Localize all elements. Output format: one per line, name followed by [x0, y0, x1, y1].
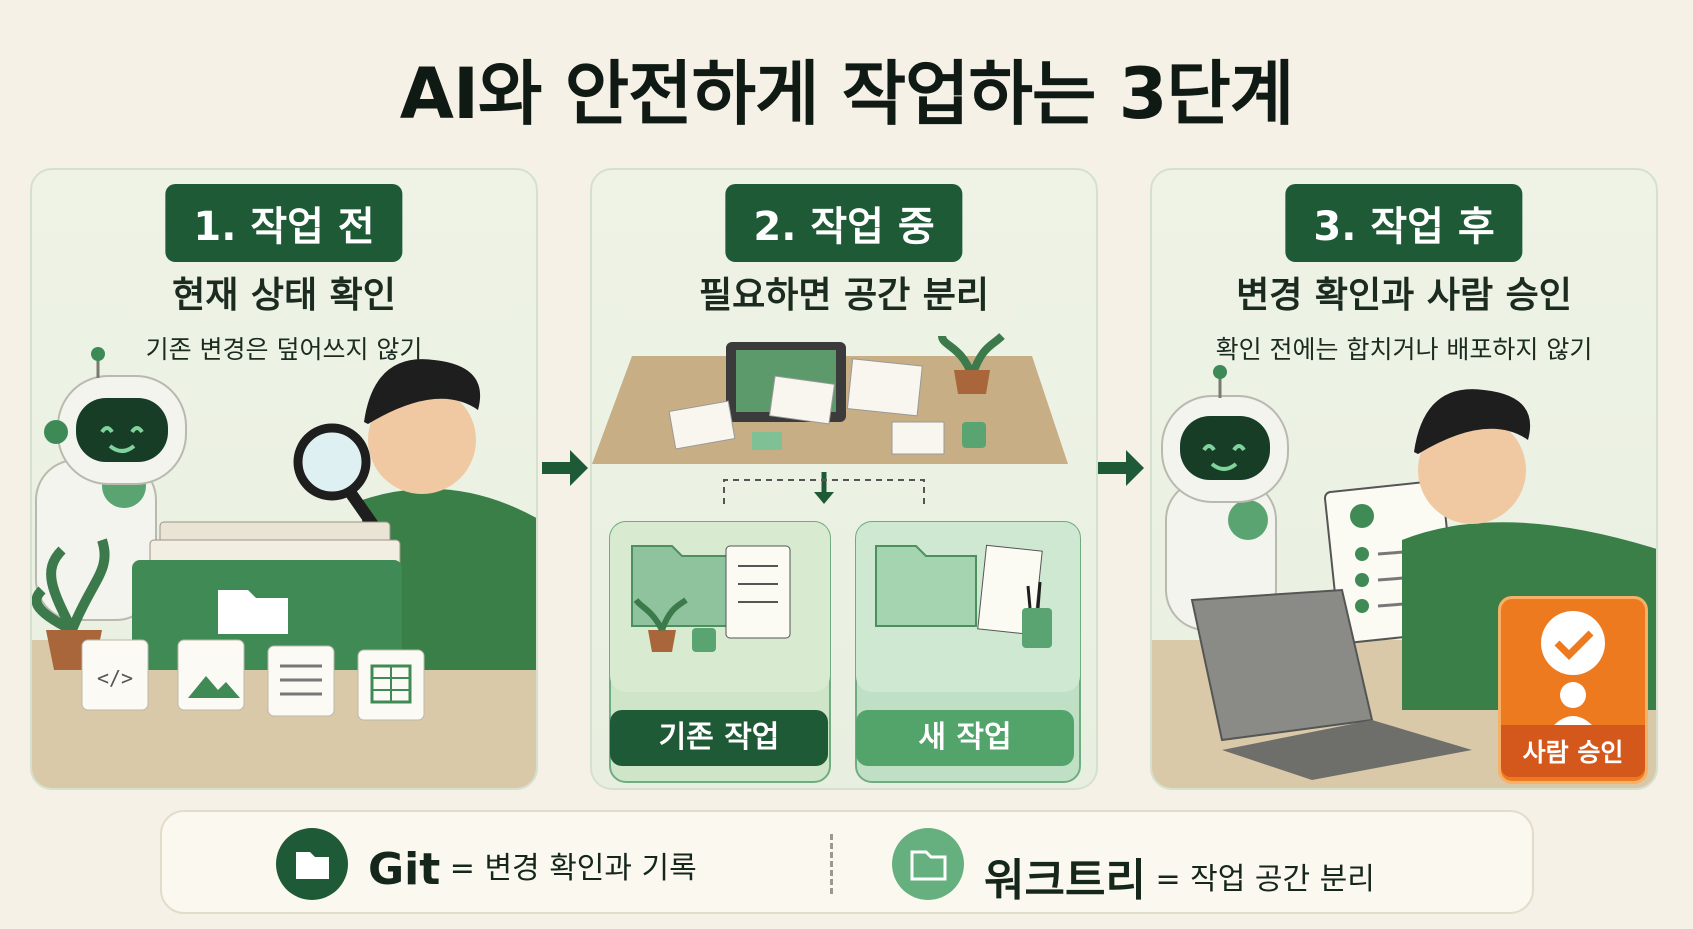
- page-title: AI와 안전하게 작업하는 3단계: [399, 53, 1294, 135]
- messy-desk-illustration: [592, 333, 1068, 464]
- folder-icon: [892, 828, 964, 900]
- step-2-badge: 2. 작업 중: [725, 184, 963, 262]
- step-1-description: 기존 변경은 덮어쓰지 않기: [145, 335, 423, 364]
- git-legend: Git = 변경 확인과 기록: [368, 838, 697, 895]
- worktree-legend: 워크트리 = 작업 공간 분리: [984, 838, 1375, 906]
- human-approval-card: 사람 승인: [1498, 596, 1648, 784]
- svg-text:</>: </>: [97, 666, 133, 690]
- step-2-subtitle: 필요하면 공간 분리: [698, 275, 990, 316]
- step-2-panel: 2. 작업 중 필요하면 공간 분리 기존 작업 새 작업: [590, 168, 1098, 790]
- git-description: = 변경 확인과 기록: [449, 851, 697, 886]
- file-box-illustration: [132, 521, 402, 670]
- arrow-right-icon: [1098, 450, 1144, 486]
- arrow-right-icon: [542, 450, 588, 486]
- step-1-panel: </> 1. 작업 전 현재 상태 확인 기존 변경은 덮어쓰지 않기: [30, 168, 538, 790]
- new-work-label: 새 작업: [856, 710, 1074, 766]
- robot-illustration: [1161, 365, 1289, 631]
- person-illustration: [293, 359, 536, 670]
- step-3-badge: 3. 작업 후: [1285, 184, 1523, 262]
- step-1-subtitle: 현재 상태 확인: [172, 275, 396, 316]
- workspace-split-illustration: [592, 333, 1081, 783]
- git-name: Git: [368, 844, 441, 895]
- existing-work-label: 기존 작업: [610, 710, 828, 766]
- step-3-panel: 3. 작업 후 변경 확인과 사람 승인 확인 전에는 합치거나 배포하지 않기…: [1150, 168, 1658, 790]
- step-3-description: 확인 전에는 합치거나 배포하지 않기: [1215, 335, 1593, 364]
- review-scene-illustration: [1152, 365, 1656, 788]
- worktree-name: 워크트리: [984, 855, 1146, 906]
- laptop-illustration: [1190, 588, 1472, 780]
- legend-bar: Git = 변경 확인과 기록 워크트리 = 작업 공간 분리: [160, 810, 1534, 914]
- step-3-subtitle: 변경 확인과 사람 승인: [1236, 275, 1572, 316]
- approval-check-person-icon: [1541, 611, 1605, 733]
- worktree-description: = 작업 공간 분리: [1155, 862, 1375, 897]
- file-type-icons: </>: [81, 639, 425, 721]
- step-1-badge: 1. 작업 전: [165, 184, 403, 262]
- approval-label: 사람 승인: [1501, 725, 1645, 777]
- legend-divider: [830, 834, 833, 894]
- folder-icon: [276, 828, 348, 900]
- inspect-scene-illustration: </>: [32, 347, 536, 788]
